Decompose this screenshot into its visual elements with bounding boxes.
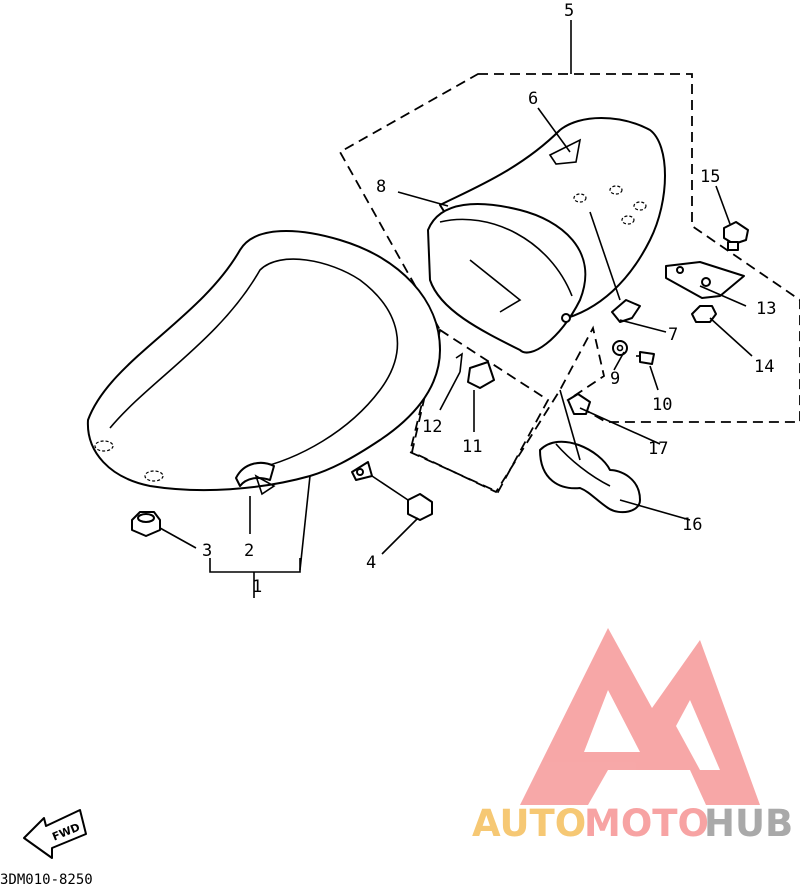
grommet-part-17 (567, 393, 591, 415)
nut-part-3 (131, 511, 161, 537)
callout-11: 11 (462, 437, 482, 457)
watermark-auto: AUTO (472, 802, 586, 845)
callout-15: 15 (700, 167, 720, 187)
clip-part-7 (611, 299, 641, 323)
washer-part-9 (612, 340, 628, 356)
callout-9: 9 (610, 369, 620, 389)
seat-pad-part-8 (427, 203, 587, 354)
fwd-arrow-icon: FWD (23, 809, 87, 859)
callout-6: 6 (528, 89, 538, 109)
subgroup-11-12-outline (408, 328, 550, 494)
callout-13: 13 (756, 299, 776, 319)
callout-5: 5 (564, 1, 574, 21)
callout-16: 16 (682, 515, 702, 535)
callout-2: 2 (244, 541, 254, 561)
callout-4: 4 (366, 553, 376, 573)
watermark-moto: MOTO (584, 802, 709, 845)
screw-part-10 (636, 351, 655, 365)
callout-3: 3 (202, 541, 212, 561)
front-seat (86, 229, 441, 571)
callout-1: 1 (252, 577, 262, 597)
bolt-part-15 (723, 221, 749, 251)
callout-labels: 1 2 3 4 5 6 7 8 9 10 11 12 13 14 15 16 1… (202, 1, 776, 597)
callout-17: 17 (648, 439, 668, 459)
clip-part-11 (467, 361, 495, 389)
watermark-hub: HUB (704, 802, 793, 845)
callout-10: 10 (652, 395, 672, 415)
bolt-part-4 (351, 461, 433, 521)
watermark-logo-icon (520, 628, 760, 805)
diagram-code: 3DM010-8250 (0, 872, 93, 885)
pin-part-12 (455, 352, 463, 373)
callout-8: 8 (376, 177, 386, 197)
leader-lines (159, 20, 753, 598)
callout-14: 14 (754, 357, 774, 377)
callout-7: 7 (668, 325, 678, 345)
watermark-text: AUTO MOTO HUB (472, 802, 793, 845)
callout-12: 12 (422, 417, 442, 437)
strap-part-16 (539, 440, 641, 514)
bracket-part-13 (665, 261, 745, 299)
